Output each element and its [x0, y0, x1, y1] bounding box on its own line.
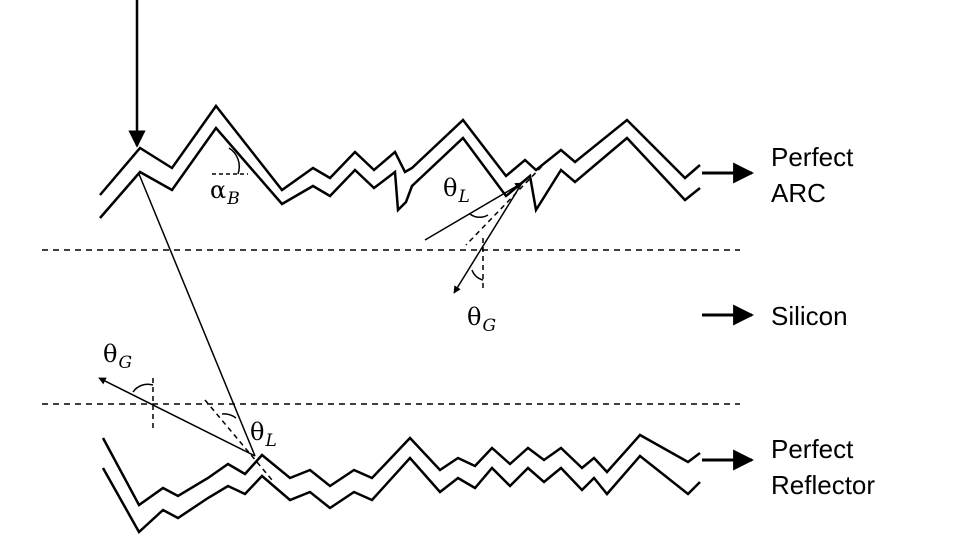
reflector-label-line1: Perfect — [771, 434, 854, 464]
theta-g-top-subscript: G — [482, 316, 497, 336]
theta-g-bottom-symbol: θG — [103, 340, 133, 373]
theta-g-bottom-subscript: G — [118, 353, 133, 373]
alpha-b-greek: α — [210, 176, 227, 204]
bottom-theta-l-arc — [221, 413, 237, 419]
arc-label-line2: ARC — [771, 178, 826, 208]
theta-l-bottom-subscript: L — [265, 431, 277, 451]
main-ray — [138, 173, 256, 457]
reflector-label: Perfect Reflector — [771, 431, 875, 503]
bottom-surface-upper-line — [101, 433, 701, 507]
theta-l-bottom-symbol: θL — [250, 418, 277, 451]
top-surface-upper-line — [99, 103, 701, 196]
bottom-reflected-ray — [98, 377, 256, 457]
theta-g-bottom-greek: θ — [103, 340, 118, 368]
top-incoming-ray — [424, 182, 523, 241]
bottom-surface-lower-line — [101, 454, 701, 534]
bottom-theta-g-arc — [132, 383, 154, 393]
arc-label: Perfect ARC — [771, 139, 853, 211]
top-theta-l-arc — [469, 213, 489, 219]
reflector-label-line2: Reflector — [771, 470, 876, 500]
top-surface-normal — [465, 159, 549, 246]
theta-g-top-greek: θ — [467, 303, 482, 331]
theta-l-top-symbol: θL — [443, 174, 470, 207]
alpha-b-symbol: αB — [210, 176, 240, 209]
theta-g-top-symbol: θG — [467, 303, 497, 336]
theta-l-top-greek: θ — [443, 174, 458, 202]
arc-label-line1: Perfect — [771, 142, 854, 172]
top-surface-lower-line — [99, 125, 701, 219]
silicon-label: Silicon — [771, 301, 848, 331]
alpha-b-subscript: B — [227, 189, 240, 209]
top-theta-g-arc — [471, 269, 484, 281]
theta-l-bottom-greek: θ — [250, 418, 265, 446]
theta-l-top-subscript: L — [458, 187, 470, 207]
top-reflected-ray — [453, 182, 523, 294]
alpha-b-arc — [228, 147, 241, 175]
